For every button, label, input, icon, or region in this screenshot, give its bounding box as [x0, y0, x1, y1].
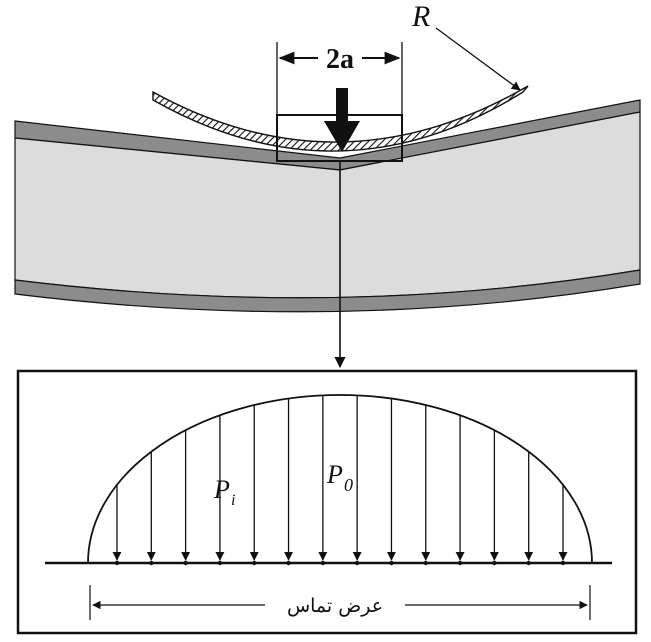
label-contact-width: عرض تماس	[287, 595, 383, 617]
pressure-arrows	[112, 395, 568, 566]
sandwich-beam	[14, 99, 641, 313]
load-arrow	[324, 88, 360, 152]
label-pi-sub: i	[231, 492, 235, 509]
label-pressure-0: P 0	[326, 460, 353, 495]
beam-bottom-skin	[14, 269, 641, 313]
label-2a: 2a	[326, 44, 354, 75]
radius-pointer	[435, 27, 521, 91]
label-pressure-i: P i	[213, 475, 235, 509]
label-p0-sub: 0	[344, 475, 353, 495]
pressure-envelope	[87, 394, 593, 564]
detail-view-frame	[16, 369, 638, 635]
dimension-2a	[276, 42, 403, 115]
label-pi-main: P	[213, 475, 230, 504]
label-p0-main: P	[326, 460, 343, 489]
label-radius: R	[411, 0, 430, 33]
contact-width-dimension	[89, 585, 591, 620]
